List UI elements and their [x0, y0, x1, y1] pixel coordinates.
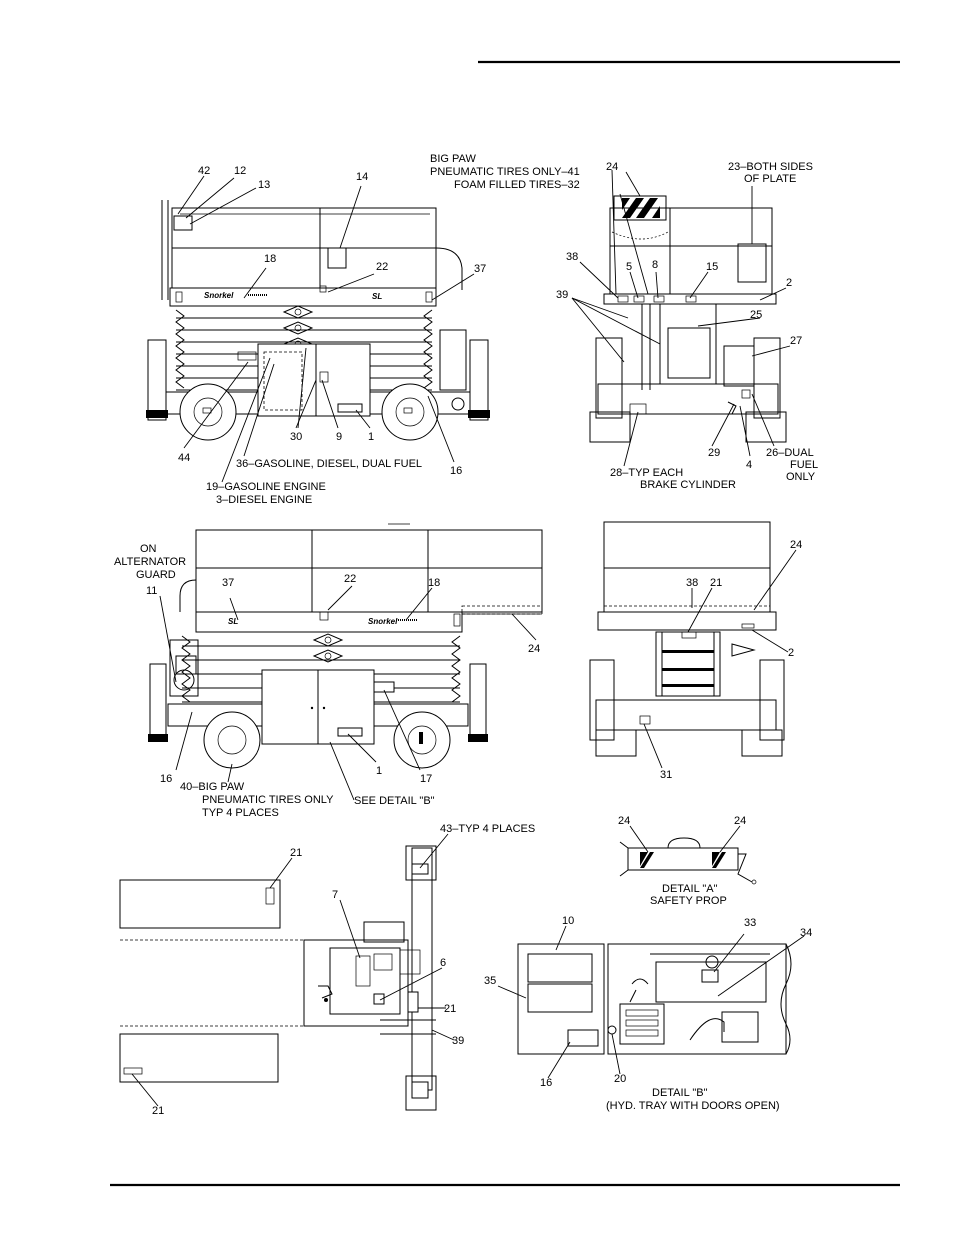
callout-14: 14: [356, 171, 368, 183]
callout-26-fuel: FUEL: [790, 459, 818, 471]
callout-43: 43–TYP 4 PLACES: [440, 823, 535, 835]
callout-24d: 24: [618, 815, 630, 827]
callout-39b: 39: [452, 1035, 464, 1047]
callout-21: 21: [710, 577, 722, 589]
callout-11: 11: [146, 585, 157, 597]
view-side-left: Snorkel SL 42 12 13 14 18 22 37 44 30 9 …: [146, 165, 490, 506]
callout-alternator: ALTERNATOR: [114, 556, 186, 568]
callout-9: 9: [336, 431, 342, 443]
callout-20: 20: [614, 1073, 626, 1085]
detail-b-title: DETAIL "B": [652, 1087, 708, 1099]
detail-b-hyd-tray: 10 33 34 35 16 20 DETAIL "B" (HYD. TRAY …: [484, 915, 812, 1112]
callout-21b: 21: [444, 1003, 456, 1015]
callout-7: 7: [332, 889, 338, 901]
callout-28-sub: BRAKE CYLINDER: [640, 479, 736, 491]
view-end-middle: 24 38 21 2 31: [589, 521, 802, 781]
callout-37: 37: [474, 263, 486, 275]
callout-16: 16: [450, 465, 462, 477]
callout-37b: 37: [222, 577, 234, 589]
callout-26: 26–DUAL: [766, 447, 814, 459]
callout-17: 17: [420, 773, 432, 785]
callout-1: 1: [368, 431, 374, 443]
callout-40: 40–BIG PAW: [180, 781, 245, 793]
callout-21c: 21: [152, 1105, 164, 1117]
callout-10: 10: [562, 915, 574, 927]
callout-30: 30: [290, 431, 302, 443]
view-top: 21 43–TYP 4 PLACES 7 6 21 39 21: [119, 823, 535, 1117]
brand-label-left-2: SL: [228, 617, 238, 626]
callout-39: 39: [556, 289, 568, 301]
callout-21a: 21: [290, 847, 302, 859]
callout-36: 36–GASOLINE, DIESEL, DUAL FUEL: [236, 458, 422, 470]
callout-23-sub: OF PLATE: [744, 173, 796, 185]
callout-19: 19–GASOLINE ENGINE: [206, 481, 326, 493]
callout-42: 42: [198, 165, 210, 177]
callout-15: 15: [706, 261, 718, 273]
callout-24e: 24: [734, 815, 746, 827]
callout-31: 31: [660, 769, 672, 781]
scissor-stack: [175, 305, 433, 391]
view-end-top: 24 23–BOTH SIDES OF PLATE BIG PAW PNEUMA…: [430, 153, 818, 491]
callout-22b: 22: [344, 573, 356, 585]
callout-big-paw: BIG PAW: [430, 153, 476, 165]
brand-label-right: SL: [372, 292, 382, 301]
callout-27: 27: [790, 335, 802, 347]
callout-1b: 1: [376, 765, 382, 777]
callout-5: 5: [626, 261, 632, 273]
callout-2: 2: [786, 277, 792, 289]
callout-44: 44: [178, 452, 190, 464]
callout-24: 24: [606, 161, 618, 173]
brand-label-left: Snorkel: [204, 291, 234, 300]
callout-32: FOAM FILLED TIRES–32: [454, 179, 580, 191]
callout-2b: 2: [788, 647, 794, 659]
callout-38b: 38: [686, 577, 698, 589]
callout-4: 4: [746, 459, 752, 471]
callout-8: 8: [652, 259, 658, 271]
callout-25: 25: [750, 309, 762, 321]
callout-guard: GUARD: [136, 569, 176, 581]
callout-40-places: TYP 4 PLACES: [202, 807, 279, 819]
callout-13: 13: [258, 179, 270, 191]
callout-24c: 24: [790, 539, 802, 551]
brand-label-right-2: Snorkel: [368, 617, 398, 626]
callout-18: 18: [264, 253, 276, 265]
callout-on: ON: [140, 543, 157, 555]
callout-22: 22: [376, 261, 388, 273]
callout-23: 23–BOTH SIDES: [728, 161, 813, 173]
callout-24b: 24: [528, 643, 540, 655]
callout-29: 29: [708, 447, 720, 459]
callout-3: 3–DIESEL ENGINE: [216, 494, 312, 506]
callout-16b: 16: [160, 773, 172, 785]
detail-a-safety-prop: 24 24 DETAIL "A" SAFETY PROP: [618, 815, 757, 907]
detail-b-subtitle: (HYD. TRAY WITH DOORS OPEN): [606, 1100, 780, 1112]
detail-a-title: DETAIL "A": [662, 883, 718, 895]
callout-34: 34: [800, 927, 812, 939]
callout-35: 35: [484, 975, 496, 987]
callout-12: 12: [234, 165, 246, 177]
callout-40-sub: PNEUMATIC TIRES ONLY: [202, 794, 334, 806]
callout-41: PNEUMATIC TIRES ONLY–41: [430, 166, 580, 178]
view-side-opposite: SL Snorkel: [114, 523, 543, 819]
see-detail-b: SEE DETAIL "B": [354, 795, 435, 807]
detail-a-subtitle: SAFETY PROP: [650, 895, 727, 907]
callout-38: 38: [566, 251, 578, 263]
callout-28: 28–TYP EACH: [610, 467, 683, 479]
callout-6: 6: [440, 957, 446, 969]
callout-26-only: ONLY: [786, 471, 816, 483]
callout-18b: 18: [428, 577, 440, 589]
callout-33: 33: [744, 917, 756, 929]
callout-16c: 16: [540, 1077, 552, 1089]
